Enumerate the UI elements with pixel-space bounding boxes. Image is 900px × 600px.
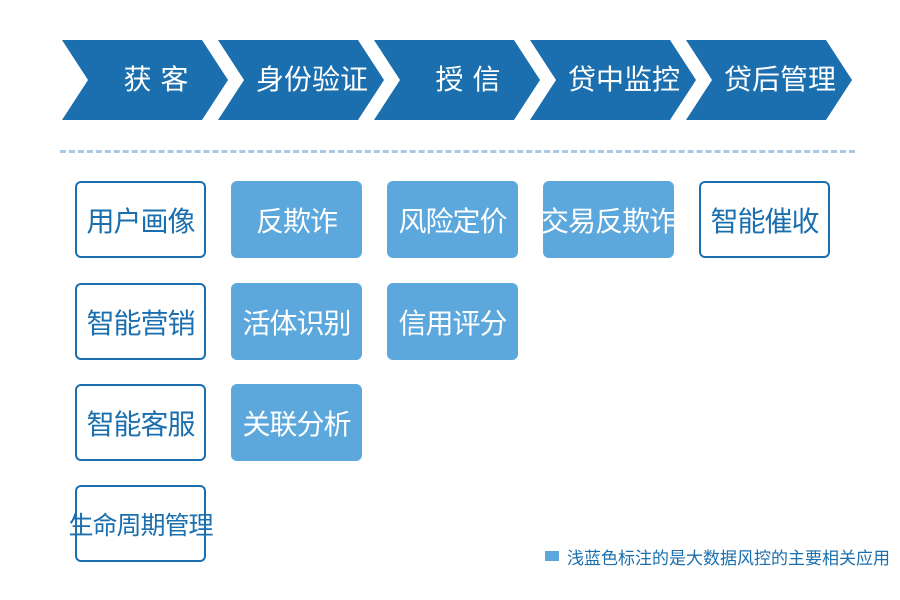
chevron-in-loan-monitoring [530, 40, 696, 120]
box-credit-scoring: 信用评分 [387, 283, 518, 360]
stage-label-acquisition: 获 客 [123, 63, 189, 96]
chevron-post-loan-management [686, 40, 852, 120]
stage-label-post-loan-management: 贷后管理 [723, 63, 836, 96]
chevron-identity-verification [218, 40, 384, 120]
dashed-divider [60, 150, 855, 153]
chevron-acquisition [62, 40, 228, 120]
box-anti-fraud: 反欺诈 [231, 181, 362, 258]
box-transaction-anti-fraud: 交易反欺诈 [541, 181, 677, 258]
process-chevron-bar [62, 40, 852, 120]
box-risk-pricing: 风险定价 [387, 181, 518, 258]
legend-swatch [545, 551, 559, 561]
box-liveness-detection: 活体识别 [231, 283, 362, 360]
box-association-analysis: 关联分析 [231, 384, 362, 461]
box-smart-customer-service: 智能客服 [75, 384, 206, 461]
chevron-credit-granting [374, 40, 540, 120]
box-smart-collection: 智能催收 [699, 181, 830, 258]
box-lifecycle-management: 生命周期管理 [69, 485, 214, 562]
legend: 浅蓝色标注的是大数据风控的主要相关应用 [545, 545, 890, 569]
box-smart-marketing: 智能营销 [75, 283, 206, 360]
stage-label-identity-verification: 身份验证 [255, 63, 368, 96]
legend-text: 浅蓝色标注的是大数据风控的主要相关应用 [567, 548, 890, 569]
box-user-profiling: 用户画像 [75, 181, 206, 258]
stage-label-credit-granting: 授 信 [435, 63, 501, 96]
stage-label-in-loan-monitoring: 贷中监控 [567, 63, 680, 96]
